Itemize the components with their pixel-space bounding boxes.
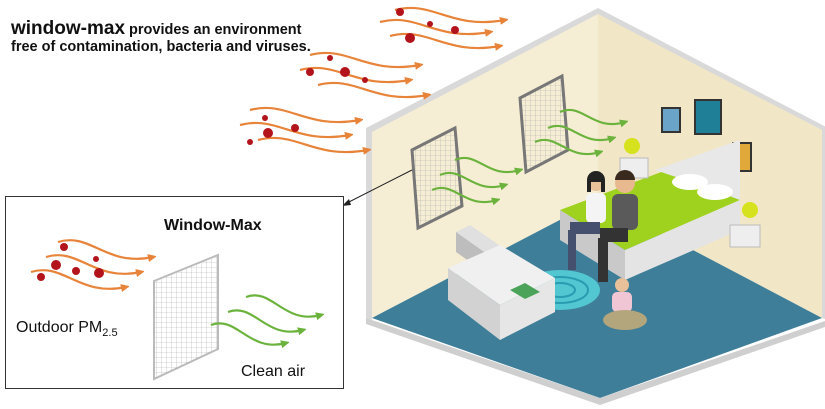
wall-edge-left <box>366 8 598 320</box>
clean-air-arrow <box>439 172 505 187</box>
clean-air-arrow <box>227 309 303 331</box>
headline: window-max provides an environment free … <box>11 18 311 56</box>
pm-subscript: 2.5 <box>102 327 118 340</box>
pm-particle <box>262 115 268 121</box>
polluted-air-arrow <box>57 239 153 259</box>
inset-title: Window-Max <box>164 217 262 234</box>
clean-air-arrow <box>454 157 520 172</box>
callout-arrowhead <box>342 199 351 206</box>
pm-particle <box>327 55 333 61</box>
clean-air-arrow <box>547 125 613 140</box>
pm-particle <box>60 243 68 251</box>
polluted-air-arrow <box>317 81 428 97</box>
wall-edge-right <box>598 8 825 319</box>
inset-diagram <box>30 239 343 381</box>
clean-air-arrow <box>431 187 497 202</box>
clean-air-arrow <box>559 109 625 124</box>
pm-particle <box>451 26 459 34</box>
polluted-air-arrow <box>45 254 141 274</box>
clean-air-label: Clean air <box>241 363 306 380</box>
polluted-air-arrow <box>239 121 350 137</box>
polluted-air-arrow <box>394 6 505 22</box>
brand-name: window-max <box>11 18 126 39</box>
lamp <box>624 138 640 154</box>
polluted-air-arrow <box>30 269 126 289</box>
room <box>366 8 825 405</box>
polluted-air-arrow <box>257 136 368 152</box>
nightstand <box>729 224 761 248</box>
pm-particle <box>37 273 45 281</box>
window-left <box>410 125 464 231</box>
polluted-air-arrow <box>309 51 420 67</box>
polluted-air-arrow <box>379 18 490 34</box>
pm-particle <box>396 8 404 16</box>
airflow-arrows <box>239 6 625 202</box>
lamp <box>742 202 758 218</box>
book <box>510 283 540 299</box>
picture-frame <box>661 107 681 133</box>
polluted-air-arrow <box>249 106 360 122</box>
people <box>568 170 647 330</box>
outdoor-pm-label: Outdoor PM2.5 <box>16 319 118 340</box>
clean-air-arrow <box>245 294 321 316</box>
pm-particle <box>93 256 99 262</box>
inset-panel: Window-Max Outdoor PM2.5 Clean air <box>5 196 344 389</box>
headline-text: provides an environment free of contamin… <box>11 22 311 55</box>
pm-particle <box>362 77 368 83</box>
pm-particle <box>291 124 299 132</box>
pm-particle <box>51 260 61 270</box>
clean-air-arrow <box>210 322 286 344</box>
polluted-air-arrow <box>389 32 500 48</box>
pm-particle <box>427 21 433 27</box>
polluted-air-arrow <box>299 66 410 82</box>
filter-mesh-icon <box>153 253 219 381</box>
pm-particle <box>306 68 314 76</box>
pm-particle <box>72 267 80 275</box>
pm-particle <box>263 128 273 138</box>
pm-particle <box>247 139 253 145</box>
tv-desk <box>448 225 555 340</box>
callout-line <box>344 169 413 205</box>
pm-particle <box>340 67 350 77</box>
picture-frame <box>694 99 722 135</box>
floor <box>372 200 822 398</box>
pouf <box>603 310 647 330</box>
clean-air-arrow <box>534 139 600 154</box>
pm-particle <box>94 268 104 278</box>
pm-particle <box>405 33 415 43</box>
